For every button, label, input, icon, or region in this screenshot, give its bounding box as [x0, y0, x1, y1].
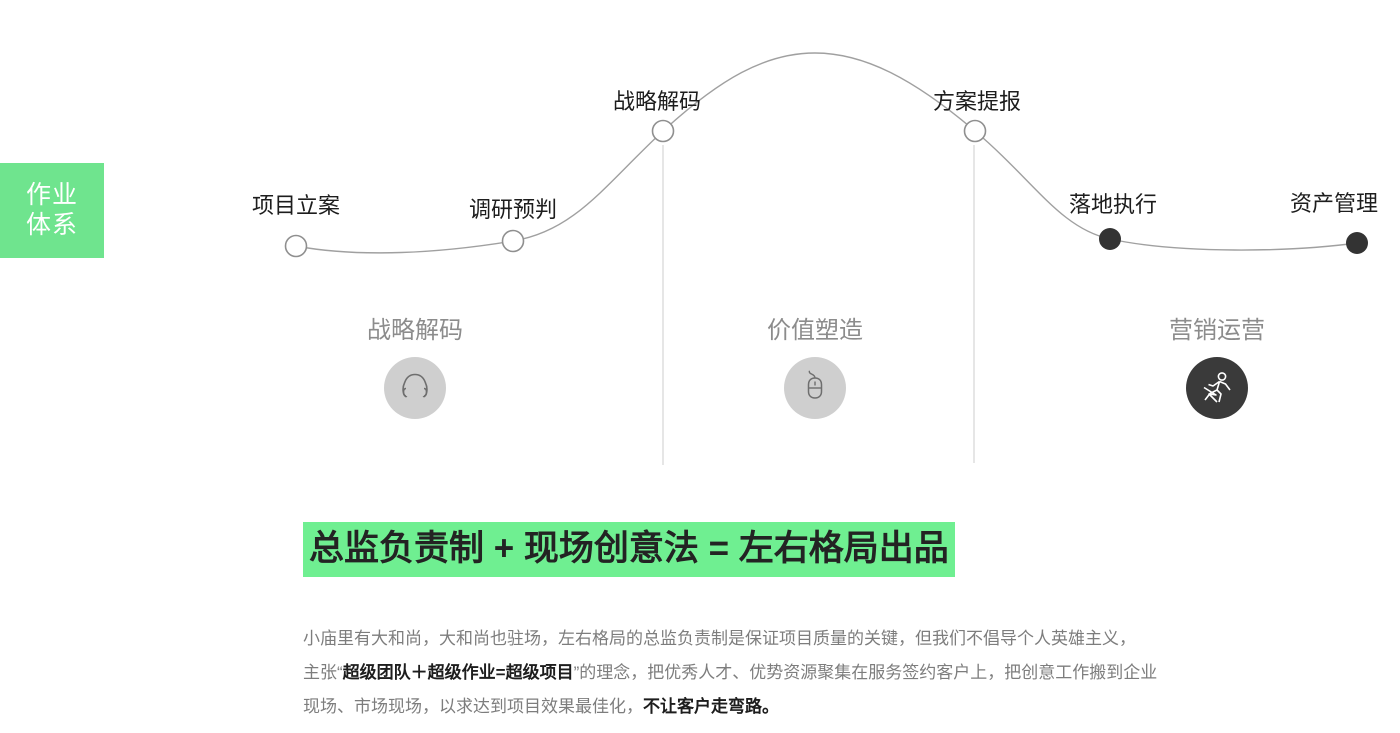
section-label-value: 价值塑造: [767, 317, 863, 344]
headline-text: 总监负责制 + 现场创意法 = 左右格局出品: [303, 522, 955, 578]
node-marker-5[interactable]: [1099, 228, 1121, 250]
node-label-4: 方案提报: [932, 89, 1022, 114]
section-label-marketing: 营销运营: [1169, 317, 1265, 344]
node-label-1: 项目立案: [251, 193, 341, 218]
computer-mouse-icon: [795, 366, 835, 411]
node-marker-1[interactable]: [284, 234, 308, 258]
body-line2-pre: 主张“: [303, 663, 343, 682]
brand-tag-line1: 作业: [25, 181, 78, 209]
body-line1: 小庙里有大和尚，大和尚也驻场，左右格局的总监负责制是保证项目质量的关键，但我们不…: [303, 629, 1136, 648]
node-label-5: 落地执行: [1068, 192, 1158, 217]
node-label-2: 调研预判: [468, 197, 558, 222]
node-label-6: 资产管理: [1289, 191, 1379, 216]
body-paragraph: 小庙里有大和尚，大和尚也驻场，左右格局的总监负责制是保证项目质量的关键，但我们不…: [303, 622, 1363, 724]
node-marker-4[interactable]: [963, 119, 987, 143]
running-person-icon: [1195, 364, 1239, 413]
section-icon-marketing: [1186, 357, 1248, 419]
brand-tag: 作业 体系: [0, 163, 104, 258]
node-marker-3[interactable]: [651, 119, 675, 143]
section-label-strategy: 战略解码: [367, 317, 463, 344]
node-marker-2[interactable]: [501, 229, 525, 253]
brand-tag-line2: 体系: [25, 210, 78, 239]
curve-path: [295, 52, 1358, 254]
node-marker-6[interactable]: [1346, 232, 1368, 254]
body-line3-emphasis: 不让客户走弯路。: [643, 697, 779, 716]
node-label-3: 战略解码: [612, 89, 702, 114]
section-icon-strategy: [384, 357, 446, 419]
head-silhouette-icon: [395, 366, 435, 411]
body-line2-post: ”的理念，把优秀人才、优势资源聚集在服务签约客户上，把创意工作搬到企业: [573, 663, 1158, 682]
section-icon-value: [784, 357, 846, 419]
process-curve: [284, 52, 1368, 465]
headline-block: 总监负责制 + 现场创意法 = 左右格局出品: [303, 522, 955, 578]
body-line3-pre: 现场、市场现场，以求达到项目效果最佳化，: [303, 697, 643, 716]
body-line2-emphasis: 超级团队＋超级作业=超级项目: [342, 663, 574, 682]
